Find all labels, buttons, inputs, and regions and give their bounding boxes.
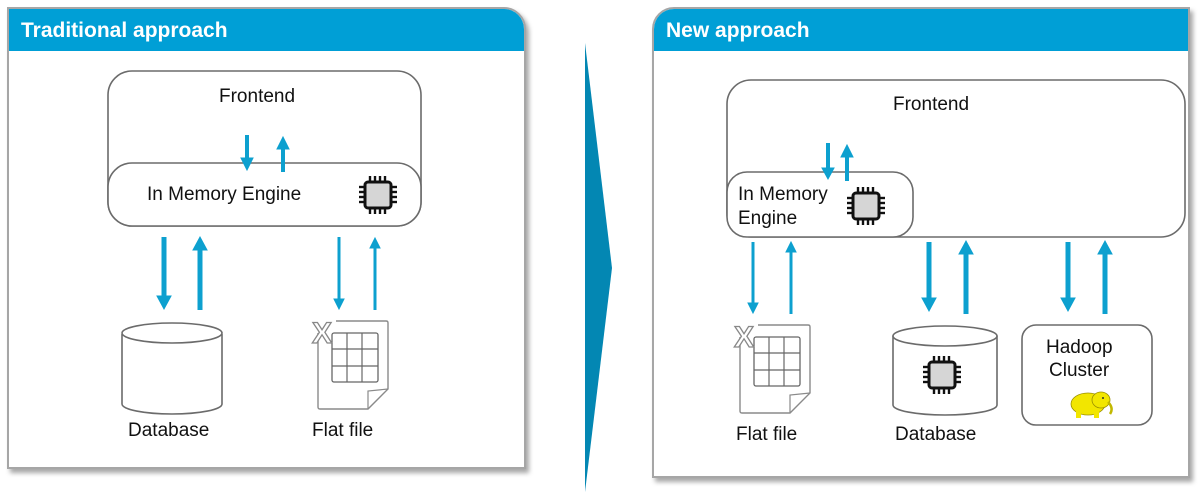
trad-engine-label: In Memory Engine (147, 184, 302, 205)
new-frontend-label: Frontend (893, 94, 970, 115)
hadoop-label-2: Cluster (1049, 360, 1110, 381)
trad-database-label: Database (128, 420, 210, 441)
new-database-label: Database (895, 424, 977, 445)
hadoop-label-1: Hadoop (1046, 337, 1113, 358)
new-approach-title: New approach (654, 9, 1188, 51)
new-flat-file-label: Flat file (736, 424, 798, 445)
traditional-approach-title: Traditional approach (9, 9, 524, 51)
trad-frontend-label: Frontend (219, 86, 296, 107)
new-engine-label-2: Engine (738, 208, 798, 229)
new-approach-panel: New approach (652, 7, 1190, 478)
chevron-arrow (585, 43, 612, 492)
traditional-approach-panel: Traditional approach (7, 7, 526, 469)
new-engine-label-1: In Memory (738, 184, 828, 205)
trad-flat-file-label: Flat file (312, 420, 374, 441)
